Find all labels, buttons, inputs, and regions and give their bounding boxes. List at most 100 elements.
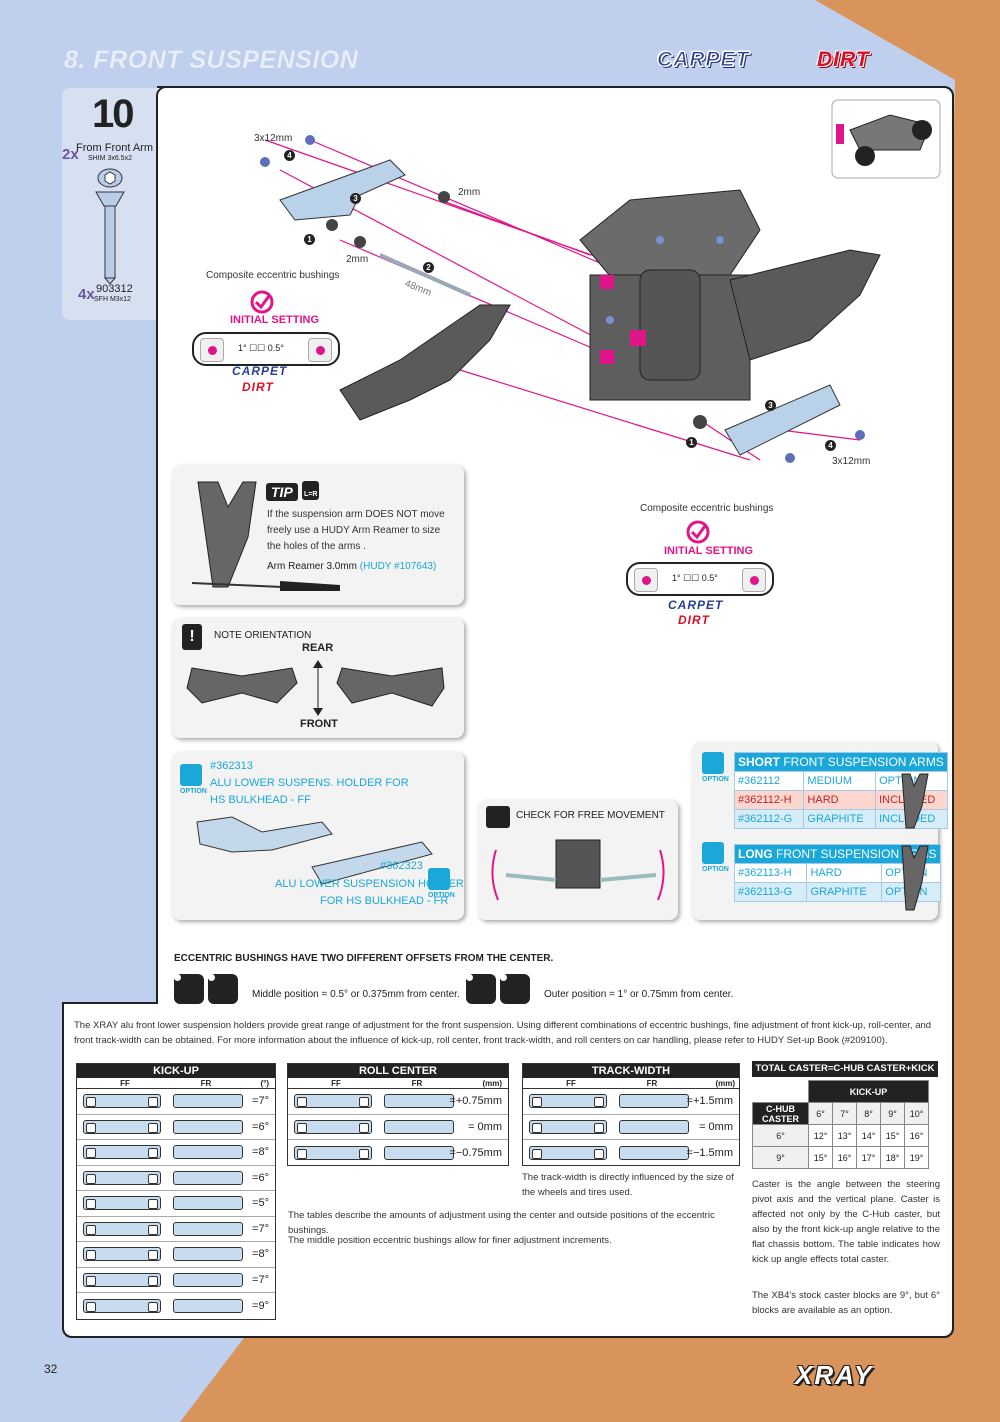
arm-icon	[197, 481, 257, 588]
step-number: 10	[92, 92, 134, 136]
part2-code: 903312	[96, 283, 133, 295]
caster-chub-header: C-HUB CASTER	[752, 1102, 809, 1125]
bushing-outer-icon	[500, 974, 530, 1004]
page-number: 32	[44, 1362, 58, 1376]
tool-icon	[486, 806, 510, 828]
mini-dirt-left: DIRT	[242, 380, 274, 394]
reamer-icon	[192, 581, 340, 591]
front-label: FRONT	[300, 718, 338, 730]
rollcenter-fr: FR	[411, 1079, 423, 1088]
caster-kickup-header: KICK-UP	[808, 1080, 929, 1103]
kickup-title: KICK-UP	[77, 1064, 275, 1078]
eccentric-label-right: Composite eccentric bushings	[640, 503, 774, 514]
table-row: =+1.5mm	[523, 1089, 739, 1115]
kickup-ff: FF	[120, 1079, 130, 1088]
screw-icon	[95, 191, 125, 284]
orientation-box: ! NOTE ORIENTATION REAR FRONT	[172, 618, 464, 738]
part1-sub: SHIM 3x6.5x2	[88, 155, 132, 162]
outer-bushing-icons	[466, 974, 534, 1009]
table-row: =7°	[77, 1217, 275, 1242]
dirt-tag: DIRT	[817, 48, 870, 71]
ecc-heading: ECCENTRIC BUSHINGS HAVE TWO DIFFERENT OF…	[174, 953, 554, 964]
caster-title: TOTAL CASTER=C-HUB CASTER+KICK UP	[752, 1061, 938, 1090]
free-movement-icon	[491, 839, 665, 901]
offset-05-left: 0.5°	[267, 343, 284, 353]
note-2: The middle position eccentric bushings a…	[288, 1235, 612, 1246]
trackwidth-title: TRACK-WIDTH	[523, 1064, 739, 1078]
middle-bushing-icons	[174, 974, 242, 1009]
lr-badge: L=R	[302, 481, 320, 500]
setting-plate-right: 1° ☐☐ 0.5°	[626, 562, 774, 596]
initial-setting-right: INITIAL SETTING	[664, 545, 754, 557]
table-row: =−0.75mm	[288, 1140, 508, 1166]
option-label-ff: OPTION	[180, 788, 207, 795]
orientation-title: NOTE ORIENTATION	[214, 630, 312, 641]
short-arms-header: SHORT FRONT SUSPENSION ARMS	[734, 752, 948, 772]
trackwidth-table: TRACK-WIDTH FF FR (mm) =+1.5mm = 0mm =−1.5…	[522, 1063, 740, 1166]
short-arm-icon	[901, 773, 929, 829]
trackwidth-ff: FF	[566, 1079, 576, 1088]
option-label-long: OPTION	[702, 866, 729, 873]
reamer-label: Arm Reamer 3.0mm (HUDY #107643)	[267, 561, 436, 572]
fr-name2: FOR HS BULKHEAD - FR	[320, 895, 449, 907]
arms-orientation-icon	[186, 660, 445, 716]
bushing-center-icon	[174, 974, 204, 1004]
trackwidth-fr: FR	[646, 1079, 658, 1088]
reamer-name: Arm Reamer 3.0mm	[267, 561, 358, 572]
offset-1-left: 1°	[238, 343, 247, 353]
rollcenter-unit: (mm)	[482, 1079, 502, 1088]
callout-3-top: 3	[350, 193, 361, 204]
brand-logo: XRAY	[795, 1360, 874, 1390]
callout-1-bottom: 1	[686, 437, 697, 448]
table-row: =9°	[77, 1293, 275, 1319]
warning-icon: !	[182, 624, 202, 650]
callout-4-bottom: 4	[825, 440, 836, 451]
setting-plate-left: 1° ☐☐ 0.5°	[192, 332, 340, 366]
mini-dirt-right: DIRT	[678, 613, 710, 627]
shim-label-top: 2mm	[458, 187, 481, 198]
middle-position-text: Middle position = 0.5° or 0.375mm from c…	[252, 989, 460, 1000]
ff-name2: HS BULKHEAD - FF	[210, 794, 311, 806]
option-label-fr: OPTION	[428, 892, 455, 899]
callout-1-top: 1	[304, 234, 315, 245]
mini-carpet-right: CARPET	[668, 598, 724, 612]
check-icon	[686, 520, 710, 544]
tip-box: TIP L=R If the suspension arm DOES NOT m…	[172, 465, 464, 605]
check-title: CHECK FOR FREE MOVEMENT	[516, 810, 665, 821]
table-row: = 0mm	[288, 1115, 508, 1140]
outer-position-text: Outer position = 1° or 0.75mm from cente…	[544, 989, 734, 1000]
screw-label-top: 3x12mm	[254, 133, 293, 144]
carpet-tag: CARPET	[656, 48, 750, 72]
trackwidth-note: The track-width is directly influenced b…	[522, 1172, 734, 1198]
caster-text-1: Caster is the angle between the steering…	[752, 1179, 940, 1265]
screw-label-bottom: 3x12mm	[832, 456, 871, 467]
bushing-outer-icon	[466, 974, 496, 1004]
long-arm-icon	[901, 845, 929, 911]
parts-sidebar: 10 2x From Front Arm SHIM 3x6.5x2 4x 903…	[62, 88, 158, 320]
part1-name: From Front Arm	[76, 142, 154, 154]
page-title: 8. FRONT SUSPENSION	[64, 46, 359, 74]
arms-option-box: OPTION SHORT FRONT SUSPENSION ARMS #3621…	[692, 742, 948, 920]
trackwidth-unit: (mm)	[715, 1079, 735, 1088]
mini-carpet-left: CARPET	[232, 364, 288, 378]
option-holders-box: OPTION #362313 ALU LOWER SUSPENS. HOLDER…	[172, 752, 464, 920]
bushing-middle-icon	[208, 974, 238, 1004]
thumbs-up-icon	[702, 842, 724, 864]
table-row: =6°	[77, 1115, 275, 1140]
intro-paragraph: The XRAY alu front lower suspension hold…	[74, 1020, 932, 1046]
table-row: = 0mm	[523, 1115, 739, 1140]
fr-code: #362323	[380, 860, 423, 872]
table-row: =7°	[77, 1268, 275, 1293]
fr-name1: ALU LOWER SUSPENSION HOLDER	[275, 878, 464, 890]
check-icon	[250, 290, 274, 314]
option-label-short: OPTION	[702, 776, 729, 783]
thumbs-up-icon	[428, 868, 450, 890]
exploded-assembly-diagram	[260, 99, 941, 463]
table-row: =8°	[77, 1242, 275, 1268]
kickup-unit: (°)	[260, 1079, 269, 1088]
thumbs-up-icon	[702, 752, 724, 774]
table-row: =−1.5mm	[523, 1140, 739, 1166]
rollcenter-ff: FF	[331, 1079, 341, 1088]
